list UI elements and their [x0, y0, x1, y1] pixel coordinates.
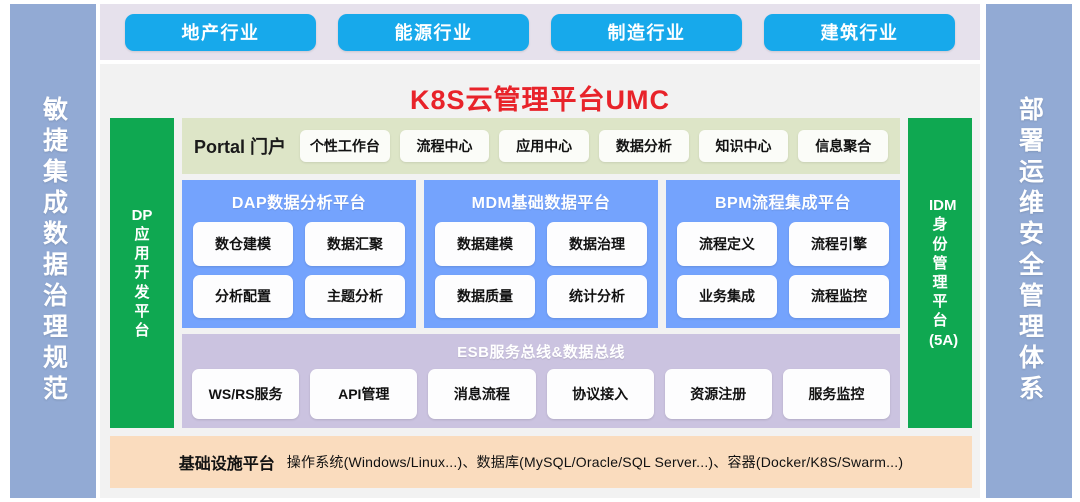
- esb-item-protocol-access[interactable]: 协议接入: [546, 369, 654, 419]
- dp-application-development-platform-column[interactable]: DP 应用开发平台: [110, 118, 174, 428]
- dp-column-latin: DP: [131, 206, 153, 224]
- portal-item-process-center[interactable]: 流程中心: [399, 130, 490, 162]
- dap-item-analysis-config[interactable]: 分析配置: [193, 274, 293, 318]
- portal-label: Portal 门户: [194, 137, 287, 157]
- portal-item-knowledge-center[interactable]: 知识中心: [698, 130, 789, 162]
- bpm-item-process-engine[interactable]: 流程引擎: [789, 222, 889, 266]
- bpm-platform-grid: 流程定义 流程引擎 业务集成 流程监控: [677, 222, 889, 318]
- esb-item-resource-registration[interactable]: 资源注册: [664, 369, 772, 419]
- industry-button-manufacturing[interactable]: 制造行业: [551, 13, 742, 51]
- platform-cards-row: DAP数据分析平台 数仓建模 数据汇聚 分析配置 主题分析 MDM基础数据平台: [182, 180, 900, 328]
- dp-column-label: DP 应用开发平台: [131, 206, 153, 340]
- portal-item-personal-workbench[interactable]: 个性工作台: [300, 130, 390, 162]
- bpm-platform-card: BPM流程集成平台 流程定义 流程引擎 业务集成 流程监控: [666, 180, 900, 328]
- dap-item-warehouse-modeling[interactable]: 数仓建模: [193, 222, 293, 266]
- esb-item-message-flow[interactable]: 消息流程: [428, 369, 536, 419]
- dp-column-cjk: 应用开发平台: [134, 226, 150, 339]
- mdm-item-statistical-analysis[interactable]: 统计分析: [547, 274, 647, 318]
- bpm-item-business-integration[interactable]: 业务集成: [677, 274, 777, 318]
- platform-title: K8S云管理平台UMC: [409, 85, 670, 115]
- esb-item-ws-rs-service[interactable]: WS/RS服务: [192, 369, 300, 419]
- right-vertical-rail: 部署运维安全管理体系: [986, 4, 1072, 498]
- portal-item-application-center[interactable]: 应用中心: [499, 130, 590, 162]
- mdm-platform-grid: 数据建模 数据治理 数据质量 统计分析: [435, 222, 647, 318]
- dap-item-data-aggregation[interactable]: 数据汇聚: [305, 222, 405, 266]
- center-column: 地产行业 能源行业 制造行业 建筑行业 K8S云管理平台UMC DP 应用开发平…: [100, 4, 980, 498]
- left-vertical-rail: 敏捷集成数据治理规范: [10, 4, 96, 498]
- platform-inner-area: DP 应用开发平台 Portal 门户 个性工作台 流程中心 应用中心 数据分析…: [110, 118, 972, 428]
- industry-button-construction[interactable]: 建筑行业: [764, 13, 955, 51]
- idm-identity-management-platform-column[interactable]: IDM 身份管理平台 (5A): [908, 118, 972, 428]
- mdm-platform-card: MDM基础数据平台 数据建模 数据治理 数据质量 统计分析: [424, 180, 658, 328]
- bpm-item-process-definition[interactable]: 流程定义: [677, 222, 777, 266]
- infrastructure-label: 基础设施平台: [178, 456, 275, 473]
- mdm-platform-title: MDM基础数据平台: [471, 195, 611, 212]
- portal-band: Portal 门户 个性工作台 流程中心 应用中心 数据分析 知识中心 信息聚合: [182, 118, 900, 174]
- portal-item-information-aggregation[interactable]: 信息聚合: [798, 130, 889, 162]
- esb-item-service-monitoring[interactable]: 服务监控: [782, 369, 891, 419]
- mdm-item-data-quality[interactable]: 数据质量: [435, 274, 535, 318]
- idm-column-latin: IDM: [929, 197, 957, 215]
- left-rail-label: 敏捷集成数据治理规范: [39, 96, 68, 406]
- idm-column-label: IDM 身份管理平台 (5A): [929, 196, 959, 350]
- industry-button-real-estate[interactable]: 地产行业: [125, 13, 316, 51]
- industry-strip: 地产行业 能源行业 制造行业 建筑行业: [100, 4, 980, 60]
- mdm-item-data-governance[interactable]: 数据治理: [547, 222, 647, 266]
- dap-platform-grid: 数仓建模 数据汇聚 分析配置 主题分析: [193, 222, 405, 318]
- infrastructure-band: 基础设施平台 操作系统(Windows/Linux...)、数据库(MySQL/…: [110, 436, 972, 488]
- idm-column-suffix: (5A): [929, 331, 959, 349]
- right-rail-label: 部署运维安全管理体系: [1015, 96, 1044, 406]
- infrastructure-description: 操作系统(Windows/Linux...)、数据库(MySQL/Oracle/…: [286, 454, 904, 470]
- esb-chip-row: WS/RS服务 API管理 消息流程 协议接入 资源注册 服务监控: [192, 369, 891, 419]
- esb-item-api-management[interactable]: API管理: [310, 369, 418, 419]
- industry-button-energy[interactable]: 能源行业: [338, 13, 529, 51]
- bpm-platform-title: BPM流程集成平台: [714, 195, 852, 212]
- dap-item-topic-analysis[interactable]: 主题分析: [305, 274, 405, 318]
- esb-title: ESB服务总线&数据总线: [457, 344, 625, 361]
- bpm-item-process-monitoring[interactable]: 流程监控: [789, 274, 889, 318]
- portal-item-data-analysis[interactable]: 数据分析: [599, 130, 689, 162]
- dap-platform-card: DAP数据分析平台 数仓建模 数据汇聚 分析配置 主题分析: [182, 180, 416, 328]
- idm-column-cjk: 身份管理平台: [932, 216, 948, 330]
- main-platform-panel: K8S云管理平台UMC DP 应用开发平台 Portal 门户 个性工作台 流程: [100, 64, 980, 498]
- platform-stack: Portal 门户 个性工作台 流程中心 应用中心 数据分析 知识中心 信息聚合…: [182, 118, 900, 428]
- mdm-item-data-modeling[interactable]: 数据建模: [435, 222, 535, 266]
- esb-band: ESB服务总线&数据总线 WS/RS服务 API管理 消息流程 协议接入 资源注…: [182, 334, 900, 428]
- dap-platform-title: DAP数据分析平台: [231, 195, 367, 212]
